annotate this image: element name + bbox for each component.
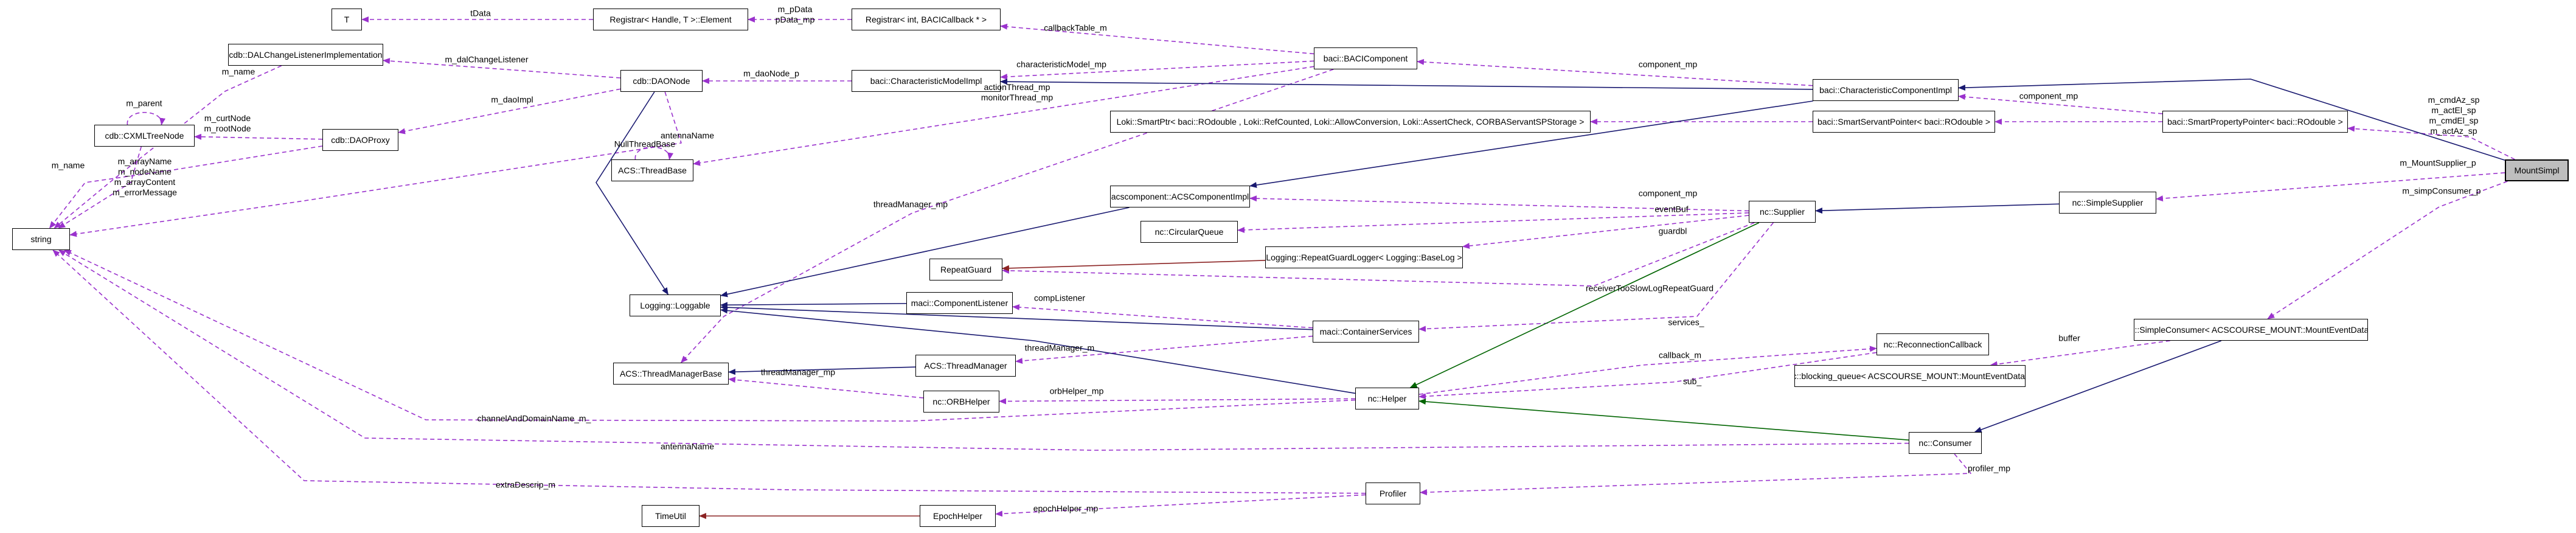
class-node-blocking_queue[interactable]: nc::blocking_queue< ACSCOURSE_MOUNT::Mou… bbox=[1794, 365, 2026, 387]
class-node-acs_thread_manager[interactable]: ACS::ThreadManager bbox=[915, 355, 1016, 377]
class-node-baci_component[interactable]: baci::BACIComponent bbox=[1314, 47, 1417, 69]
edge-nc_consumer-to-nc_helper bbox=[1418, 399, 1909, 441]
edge-dao_node-to-dao_proxy bbox=[398, 88, 621, 134]
class-node-repeat_guard_logger[interactable]: Logging::RepeatGuardLogger< Logging::Bas… bbox=[1265, 246, 1463, 268]
edge-dao_node-to-dal_change_listener_impl bbox=[383, 58, 621, 78]
edge-profiler-to-string_box bbox=[52, 249, 1366, 494]
class-node-acs_thread_base[interactable]: ACS::ThreadBase bbox=[611, 159, 693, 181]
class-node-component_listener[interactable]: maci::ComponentListener bbox=[906, 292, 1013, 314]
class-node-dao_proxy[interactable]: cdb::DAOProxy bbox=[322, 129, 398, 151]
edge-nc_helper-to-nc_orb_helper bbox=[999, 398, 1356, 405]
edge-cxml_tree_node-to-cxml_tree_node bbox=[127, 112, 166, 125]
edge-baci_component-to-registrar_int bbox=[1000, 23, 1314, 55]
edge-mount_simpl-to-smart_property_pointer bbox=[2347, 125, 2515, 160]
class-node-nc_circular_queue[interactable]: nc::CircularQueue bbox=[1140, 221, 1238, 243]
class-node-nc_supplier[interactable]: nc::Supplier bbox=[1749, 201, 1816, 223]
class-node-dao_node[interactable]: cdb::DAONode bbox=[620, 70, 703, 92]
class-node-simple_consumer[interactable]: nc::SimpleConsumer< ACSCOURSE_MOUNT::Mou… bbox=[2134, 319, 2368, 341]
edge-mount_simpl-to-simple_consumer bbox=[2267, 181, 2508, 319]
class-node-acs_component_impl[interactable]: acscomponent::ACSComponentImpl bbox=[1110, 186, 1250, 207]
edge-simple_consumer-to-blocking_queue bbox=[1990, 340, 2170, 368]
class-node-smart_servant_pointer[interactable]: baci::SmartServantPointer< baci::ROdoubl… bbox=[1813, 111, 1995, 133]
edge-mount_simpl-to-characteristic_component_impl bbox=[1958, 78, 2505, 161]
edge-nc_consumer-to-profiler bbox=[1420, 453, 1971, 496]
edge-container_services-to-acs_thread_manager bbox=[1015, 335, 1313, 364]
edge-container_services-to-loggable bbox=[720, 304, 1313, 330]
edge-profiler-to-epoch_helper bbox=[995, 494, 1366, 517]
class-node-reconnection_callback[interactable]: nc::ReconnectionCallback bbox=[1876, 333, 1989, 355]
class-node-nc_consumer[interactable]: nc::Consumer bbox=[1909, 432, 1982, 454]
edge-nc_consumer-to-string_box bbox=[58, 249, 1909, 451]
edge-nc_helper-to-loggable bbox=[720, 307, 1356, 394]
class-node-loki_smartptr[interactable]: Loki::SmartPtr< baci::ROdouble , Loki::R… bbox=[1110, 111, 1591, 133]
edge-repeat_guard_logger-to-repeat_guard bbox=[1002, 260, 1266, 271]
edge-reconnection_callback-to-nc_helper bbox=[1418, 352, 1877, 400]
class-node-registrar_element[interactable]: Registrar< Handle, T >::Element bbox=[593, 9, 748, 30]
edge-dao_proxy-to-string_box bbox=[49, 145, 323, 229]
class-node-characteristic_model_impl[interactable]: baci::CharacteristicModelImpl bbox=[852, 70, 1001, 92]
class-node-acs_thread_manager_base[interactable]: ACS::ThreadManagerBase bbox=[613, 363, 729, 385]
edge-dao_node-to-loggable bbox=[595, 91, 669, 295]
edge-nc_orb_helper-to-acs_thread_manager_base bbox=[728, 377, 924, 399]
class-node-nc_orb_helper[interactable]: nc::ORBHelper bbox=[923, 391, 999, 413]
edge-acs_thread_manager-to-acs_thread_manager_base bbox=[728, 366, 916, 375]
edge-characteristic_component_impl-to-baci_component bbox=[1417, 58, 1813, 86]
edge-characteristic_component_impl-to-characteristic_model_impl bbox=[1000, 78, 1813, 90]
class-node-time_util[interactable]: TimeUtil bbox=[642, 505, 700, 527]
class-node-cxml_tree_node[interactable]: cdb::CXMLTreeNode bbox=[94, 125, 195, 147]
class-node-repeat_guard[interactable]: RepeatGuard bbox=[929, 259, 1002, 280]
class-node-dal_change_listener_impl[interactable]: cdb::DALChangeListenerImplementation bbox=[228, 44, 383, 66]
class-node-epoch_helper[interactable]: EpochHelper bbox=[920, 505, 996, 527]
edge-nc_supplier-to-nc_helper bbox=[1409, 222, 1760, 388]
class-node-characteristic_component_impl[interactable]: baci::CharacteristicComponentImpl bbox=[1813, 79, 1959, 101]
edge-cxml_tree_node-to-string_box bbox=[58, 146, 142, 229]
edge-nc_supplier-to-repeat_guard_logger bbox=[1462, 215, 1749, 249]
class-node-nc_simple_supplier[interactable]: nc::SimpleSupplier bbox=[2059, 192, 2156, 214]
class-node-registrar_int[interactable]: Registrar< int, BACICallback * > bbox=[852, 9, 1001, 30]
class-node-smart_property_pointer[interactable]: baci::SmartPropertyPointer< baci::ROdoub… bbox=[2162, 111, 2348, 133]
edge-nc_helper-to-string_box bbox=[63, 249, 1356, 422]
edge-component_listener-to-loggable bbox=[720, 302, 907, 308]
class-node-container_services[interactable]: maci::ContainerServices bbox=[1313, 321, 1419, 343]
class-node-mount_simpl[interactable]: MountSimpl bbox=[2505, 159, 2569, 181]
class-node-nc_helper[interactable]: nc::Helper bbox=[1355, 388, 1419, 409]
edge-characteristic_component_impl-to-acs_component_impl bbox=[1249, 100, 1813, 188]
edge-smart_property_pointer-to-characteristic_component_impl bbox=[1958, 94, 2163, 114]
edge-nc_supplier-to-acs_component_impl bbox=[1249, 195, 1749, 212]
edge-baci_component-to-acs_thread_base bbox=[693, 66, 1314, 166]
edge-nc_helper-to-reconnection_callback bbox=[1418, 346, 1877, 395]
class-node-t_box[interactable]: T bbox=[332, 9, 362, 30]
edge-nc_supplier-to-container_services bbox=[1418, 222, 1774, 332]
class-node-profiler[interactable]: Profiler bbox=[1366, 482, 1420, 504]
edge-container_services-to-component_listener bbox=[1012, 304, 1313, 329]
edge-dao_node-to-string_box bbox=[69, 91, 682, 237]
edge-nc_supplier-to-nc_circular_queue bbox=[1237, 212, 1749, 233]
edge-baci_component-to-characteristic_model_impl bbox=[1000, 60, 1314, 80]
edge-baci_component-to-acs_thread_manager_base bbox=[680, 69, 1334, 363]
edge-nc_simple_supplier-to-nc_supplier bbox=[1815, 203, 2060, 214]
edge-simple_consumer-to-nc_consumer bbox=[1974, 340, 2222, 433]
edge-acs_component_impl-to-loggable bbox=[720, 207, 1130, 298]
class-node-loggable[interactable]: Logging::Loggable bbox=[630, 294, 721, 316]
class-node-string_box[interactable]: string bbox=[12, 228, 70, 250]
edge-acs_thread_base-to-acs_thread_base bbox=[634, 147, 674, 160]
